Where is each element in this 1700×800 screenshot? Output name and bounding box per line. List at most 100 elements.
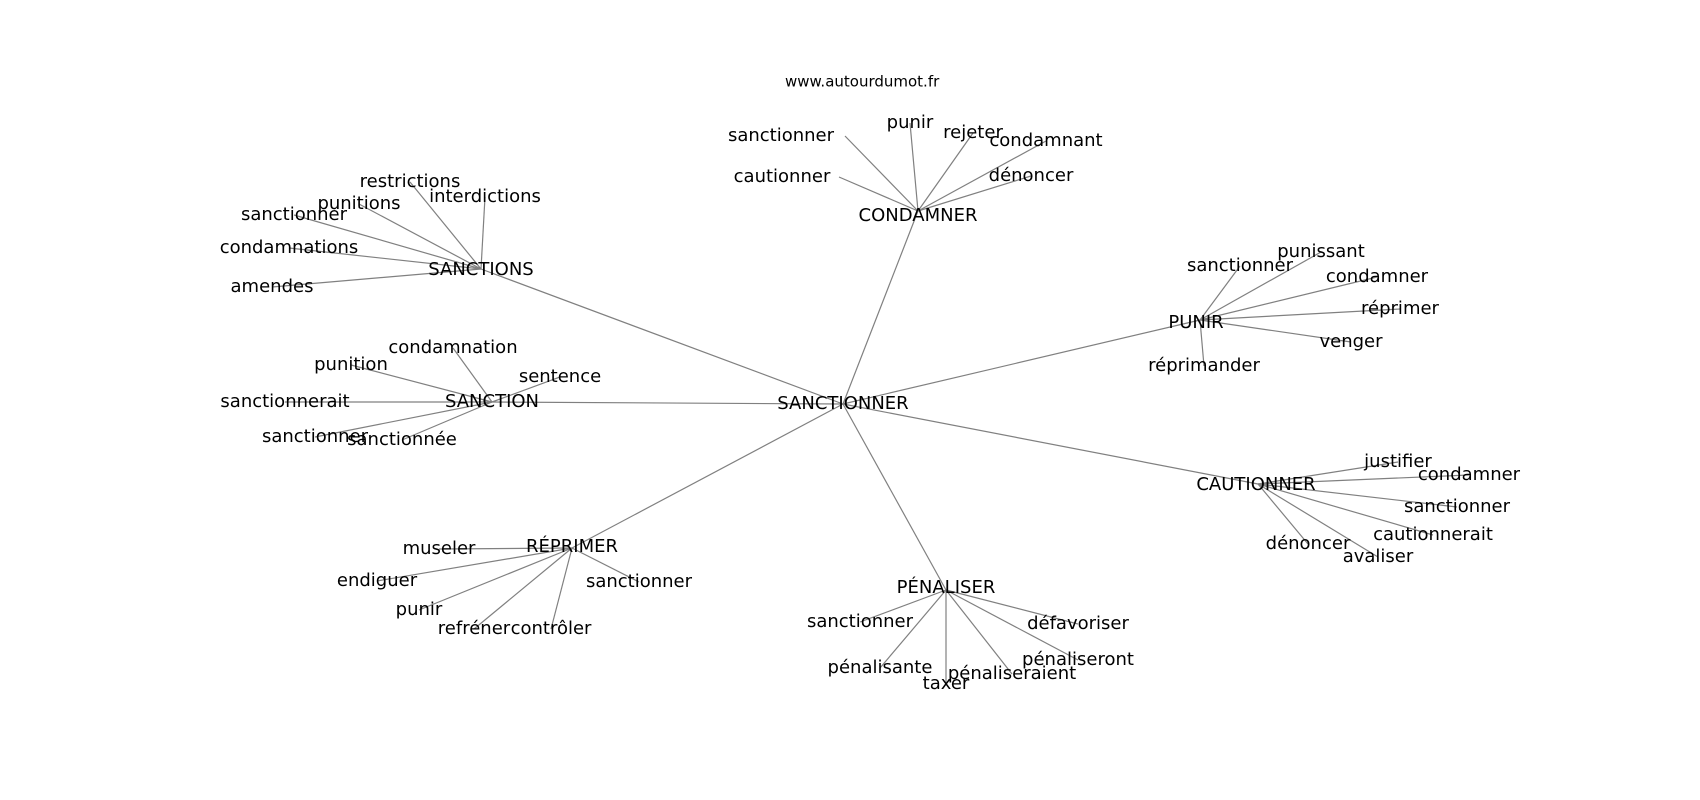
leaf-node[interactable]: punissant [1277, 241, 1365, 262]
leaf-node[interactable]: sanctionner [262, 426, 369, 447]
leaf-node[interactable]: venger [1319, 331, 1383, 352]
leaf-node[interactable]: pénalisante [828, 657, 933, 678]
center-node[interactable]: SANCTIONNER [777, 393, 908, 414]
edge-hub-leaf [945, 589, 1013, 675]
edge-hub-leaf [1257, 483, 1434, 536]
edge-hub-leaf [452, 347, 493, 403]
edge-hub-leaf [917, 132, 974, 212]
leaf-node[interactable]: sanctionner [728, 125, 835, 146]
leaf-node[interactable]: rejeter [943, 122, 1003, 143]
leaf-node[interactable]: restrictions [360, 171, 461, 192]
edge-hub-leaf [409, 181, 482, 270]
leaf-node[interactable]: sanctionner [586, 571, 693, 592]
leaf-node[interactable]: pénaliseront [1022, 649, 1134, 670]
edge-hub-leaf [1257, 483, 1309, 545]
edge-hub-leaf [314, 401, 493, 438]
edge-hub-leaf [376, 547, 573, 582]
leaf-node[interactable]: réprimander [1148, 355, 1260, 376]
leaf-node[interactable]: dénoncer [1266, 533, 1351, 554]
leaf-node[interactable]: cautionnerait [1373, 524, 1493, 545]
edge-hub-leaf [358, 203, 482, 270]
edge-hub-leaf [438, 547, 573, 550]
edge-hub-leaf [550, 547, 573, 630]
edge-hub-leaf [1199, 319, 1205, 367]
leaf-node[interactable]: taxer [923, 673, 970, 694]
hub-node[interactable]: CAUTIONNER [1196, 474, 1315, 495]
edge-center-hub [571, 403, 844, 549]
edge-hub-leaf [473, 547, 573, 630]
leaf-node[interactable]: contrôler [511, 618, 592, 639]
edge-hub-leaf [879, 589, 947, 669]
leaf-node[interactable]: museler [403, 538, 476, 559]
edge-hub-leaf [271, 268, 482, 288]
edge-center-hub [842, 319, 1201, 405]
leaf-node[interactable]: condamnant [989, 130, 1102, 151]
edge-hub-leaf [917, 175, 1032, 212]
edge-center-hub [491, 401, 844, 405]
leaf-node[interactable]: sanctionnée [347, 429, 457, 450]
edge-center-hub [842, 403, 947, 591]
leaf-node[interactable]: punition [314, 354, 388, 375]
leaf-node[interactable]: condamnations [220, 237, 359, 258]
edge-center-hub [480, 268, 844, 405]
leaf-node[interactable]: sentence [519, 366, 601, 387]
hub-node[interactable]: CONDAMNER [859, 205, 978, 226]
leaf-node[interactable]: punir [396, 599, 443, 620]
leaf-node[interactable]: avaliser [1343, 546, 1414, 567]
edge-hub-leaf [909, 122, 919, 212]
leaf-node[interactable]: sanctionner [241, 204, 348, 225]
leaf-node[interactable]: punir [887, 112, 934, 133]
edge-center-hub [842, 210, 919, 405]
leaf-node[interactable]: sanctionner [1404, 496, 1511, 517]
leaf-node[interactable]: amendes [231, 276, 314, 297]
hub-node[interactable]: PUNIR [1168, 312, 1223, 333]
leaf-node[interactable]: cautionner [734, 166, 831, 187]
leaf-node[interactable]: condamner [1326, 266, 1429, 287]
hub-node[interactable]: SANCTION [445, 391, 539, 412]
edge-hub-leaf [480, 196, 486, 270]
edge-hub-leaf [571, 547, 640, 583]
leaf-node[interactable]: sanctionner [1187, 255, 1294, 276]
edge-hub-leaf [491, 376, 561, 403]
edge-hub-leaf [1199, 251, 1322, 321]
leaf-node[interactable]: condamner [1418, 464, 1521, 485]
leaf-node[interactable]: réprimer [1361, 298, 1440, 319]
edge-hub-leaf [1257, 483, 1458, 508]
hub-node[interactable]: RÉPRIMER [526, 535, 618, 557]
edge-hub-leaf [859, 589, 947, 623]
edge-center-hub [842, 403, 1259, 485]
source-label[interactable]: www.autourdumot.fr [785, 73, 940, 91]
edge-hub-leaf [1257, 483, 1379, 558]
edge-hub-leaf [945, 589, 1079, 625]
leaf-node[interactable]: défavoriser [1027, 613, 1129, 634]
leaf-node[interactable]: justifier [1363, 451, 1432, 472]
leaf-node[interactable]: punitions [317, 193, 400, 214]
edge-hub-leaf [945, 589, 1079, 661]
graph-labels: www.autourdumot.fr SANCTIONNER sanctionn… [220, 73, 1521, 695]
leaf-node[interactable]: pénaliseraient [948, 663, 1076, 684]
edge-hub-leaf [418, 547, 573, 611]
edge-hub-leaf [838, 176, 919, 212]
edge-hub-leaf [293, 214, 482, 270]
edge-hub-leaf [1257, 474, 1470, 485]
edge-hub-leaf [844, 135, 919, 212]
hub-node[interactable]: SANCTIONS [428, 259, 533, 280]
edge-hub-leaf [1257, 461, 1399, 485]
leaf-node[interactable]: sanctionner [807, 611, 914, 632]
edge-hub-leaf [1199, 319, 1352, 343]
leaf-node[interactable]: interdictions [429, 186, 541, 207]
leaf-node[interactable]: endiguer [337, 570, 418, 591]
leaf-node[interactable]: sanctionnerait [220, 391, 349, 412]
hub-node[interactable]: PÉNALISER [897, 576, 996, 598]
edge-hub-leaf [1199, 308, 1401, 321]
edge-hub-leaf [1199, 265, 1241, 321]
leaf-node[interactable]: refréner [438, 618, 511, 639]
edge-hub-leaf [917, 140, 1047, 212]
edge-hub-leaf [288, 247, 482, 270]
leaf-node[interactable]: dénoncer [989, 165, 1074, 186]
edge-hub-leaf [401, 401, 493, 441]
leaf-node[interactable]: condamnation [388, 337, 517, 358]
graph-edges [271, 122, 1470, 684]
edge-hub-leaf [1199, 276, 1378, 321]
